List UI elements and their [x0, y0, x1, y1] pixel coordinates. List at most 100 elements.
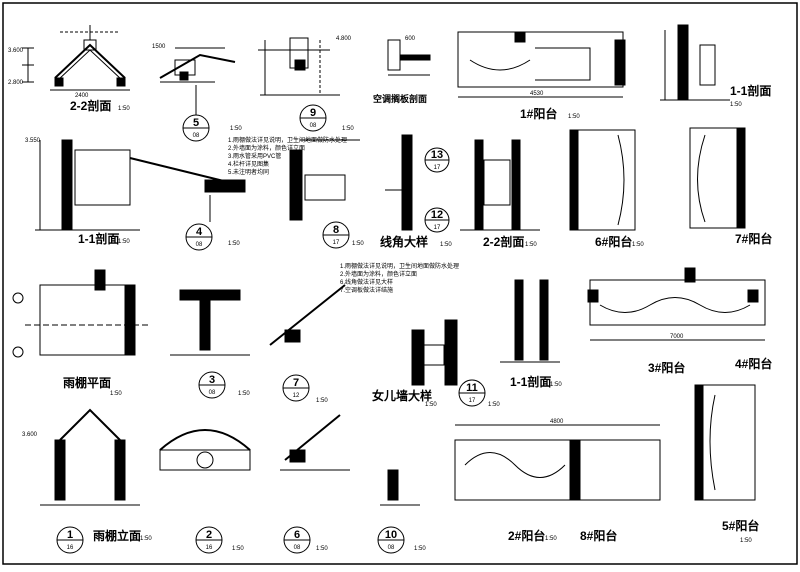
detail-5-eave [159, 47, 236, 83]
section-title: 1-1剖面 [730, 83, 771, 98]
svg-text:6.线角做法详见大样: 6.线角做法详见大样 [340, 278, 393, 286]
svg-text:17: 17 [469, 398, 476, 404]
balcony-7-plan [689, 127, 746, 229]
detail-4-08-cornice [204, 179, 246, 222]
svg-text:6: 6 [294, 529, 300, 541]
svg-text:2: 2 [206, 529, 212, 541]
detail-7-12-roof [269, 284, 346, 346]
svg-text:5: 5 [193, 117, 199, 129]
balcony-3-plan [587, 267, 766, 341]
svg-text:08: 08 [209, 390, 216, 396]
callout-12-17: 12 17 [424, 207, 450, 233]
svg-text:8: 8 [333, 224, 339, 236]
callout-9-08: 9 08 [299, 104, 327, 132]
svg-text:13: 13 [431, 149, 443, 161]
note: 3.雨水管采用PVC管 [228, 152, 281, 160]
svg-text:16: 16 [67, 545, 74, 551]
canopy-plan [12, 269, 150, 358]
scale-label: 1:50 [550, 382, 562, 388]
section-title: 女儿墙大样 [372, 388, 432, 403]
dim: 2400 [75, 93, 89, 99]
balcony-6-plan [569, 129, 636, 231]
balcony-5-plan [694, 384, 756, 501]
scale-label: 1:50 [488, 402, 500, 408]
svg-text:10: 10 [385, 529, 397, 541]
scale-label: 1:50 [525, 242, 537, 248]
balcony-label: 4#阳台 [735, 356, 772, 371]
svg-text:17: 17 [434, 165, 441, 171]
dim: 2.800 [8, 80, 24, 86]
scale-label: 1:50 [425, 402, 437, 408]
svg-text:08: 08 [388, 545, 395, 551]
sheet-frame [2, 2, 798, 565]
dim: 4.800 [336, 36, 352, 42]
section-title: 1-1剖面 [510, 374, 551, 389]
dim: 4800 [550, 419, 564, 425]
detail-10-08 [380, 469, 420, 506]
section-title: 2-2剖面 [70, 98, 111, 113]
canopy-elevation [40, 408, 140, 506]
svg-text:9: 9 [310, 107, 316, 119]
svg-text:08: 08 [310, 123, 317, 129]
detail-3-08 [170, 289, 250, 356]
balcony-label: 1#阳台 [520, 106, 557, 121]
svg-text:3: 3 [209, 374, 215, 386]
detail-2-2-section-roof [22, 25, 130, 91]
detail-8-17 [289, 139, 360, 221]
svg-text:7.空调板做法详结施: 7.空调板做法详结施 [340, 286, 393, 294]
scale-label: 1:50 [110, 391, 122, 397]
scale-label: 1:50 [342, 126, 354, 132]
scale-label: 1:50 [118, 239, 130, 245]
detail-ac-shelf [387, 39, 431, 76]
balcony-label: 8#阳台 [580, 528, 617, 543]
callout-10-08: 10 08 [377, 526, 405, 554]
svg-text:1: 1 [67, 529, 73, 541]
scale-label: 1:50 [545, 536, 557, 542]
scale-label: 1:50 [740, 538, 752, 544]
scale-label: 1:50 [440, 242, 452, 248]
scale-label: 1:50 [230, 126, 242, 132]
detail-molding [385, 134, 413, 231]
callout-3-08: 3 08 [198, 371, 226, 399]
callout-11-17: 11 17 [458, 379, 486, 407]
detail-1-1-section-c [500, 279, 560, 363]
callout-5-08: 5 08 [182, 85, 210, 142]
callout-4-08: 4 08 [185, 223, 213, 251]
scale-label: 1:50 [730, 102, 742, 108]
svg-text:7: 7 [293, 377, 299, 389]
dim: 3.600 [8, 48, 24, 54]
dim: 3.550 [25, 138, 41, 144]
svg-text:12: 12 [431, 209, 443, 221]
section-title: 空调搁板剖面 [373, 93, 427, 104]
callout-6-08: 6 08 [283, 526, 311, 554]
svg-text:08: 08 [196, 242, 203, 248]
note: 5.未注明者均同 [228, 168, 269, 176]
scale-label: 1:50 [118, 106, 130, 112]
detail-1-1-section-b [35, 139, 241, 231]
section-title: 1-1剖面 [78, 231, 119, 246]
balcony-label: 5#阳台 [722, 518, 759, 533]
svg-text:4: 4 [196, 226, 203, 238]
notes-block-2: 1.雨棚做法详见说明，卫生间地面做防水处理 2.外墙面为涂料，颜色详立面 6.线… [340, 262, 459, 294]
scale-label: 1:50 [352, 241, 364, 247]
callout-2-16: 2 16 [195, 526, 223, 554]
dim: 600 [405, 36, 416, 42]
note: 1.雨棚做法详见说明，卫生间地面做防水处理 [228, 136, 347, 144]
scale-label: 1:50 [228, 241, 240, 247]
section-title: 雨棚平面 [63, 375, 111, 390]
balcony-label: 2#阳台 [508, 528, 545, 543]
balcony-label: 7#阳台 [735, 231, 772, 246]
balcony-1-plan [457, 31, 626, 98]
detail-9-parapet [258, 37, 340, 96]
section-title: 线角大样 [380, 234, 428, 249]
svg-text:12: 12 [293, 393, 300, 399]
callout-13-17: 13 17 [424, 147, 450, 173]
svg-text:08: 08 [193, 133, 200, 139]
detail-2-2-section-b [460, 139, 540, 231]
svg-text:11: 11 [466, 382, 478, 394]
callout-7-12: 7 12 [282, 374, 310, 402]
balcony-label: 6#阳台 [595, 234, 632, 249]
svg-text:16: 16 [206, 545, 213, 551]
